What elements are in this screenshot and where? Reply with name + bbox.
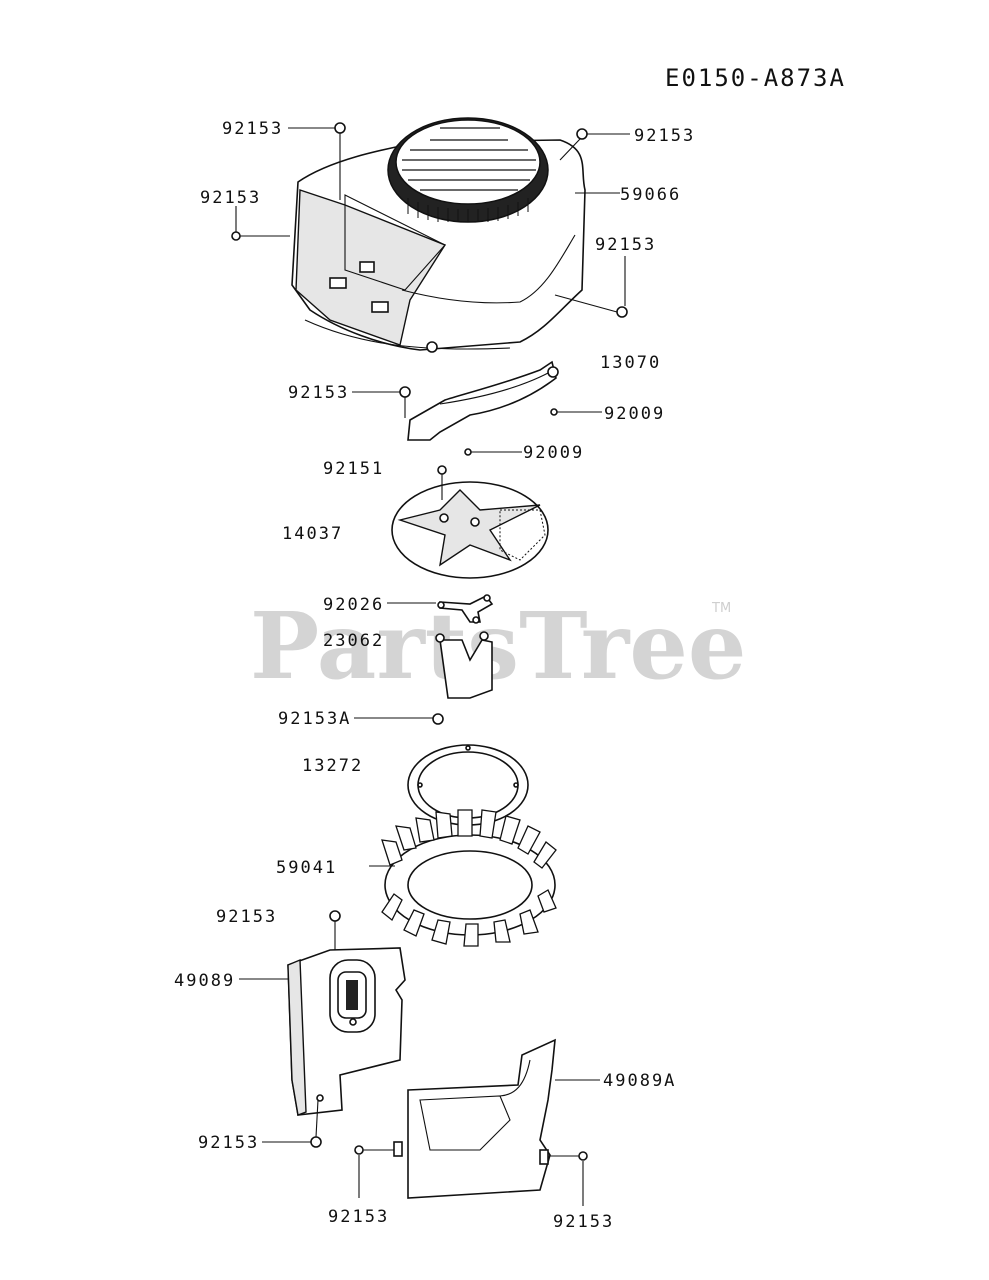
cylinder-cover-a-part[interactable] bbox=[393, 1038, 556, 1199]
part-label[interactable]: 13070 bbox=[600, 353, 661, 373]
diagram-code: E0150-A873A bbox=[665, 64, 846, 92]
part-label[interactable]: 92153 bbox=[634, 126, 695, 146]
part-label[interactable]: 92009 bbox=[523, 443, 584, 463]
part-label[interactable]: 49089 bbox=[174, 971, 235, 991]
part-label[interactable]: 14037 bbox=[282, 524, 343, 544]
fan-plate-part[interactable] bbox=[407, 744, 529, 826]
cylinder-cover-part[interactable] bbox=[287, 947, 406, 1116]
bracket-part[interactable] bbox=[435, 594, 494, 699]
leader-lines bbox=[235, 127, 630, 1206]
part-label[interactable]: 92153A bbox=[278, 709, 351, 729]
part-label[interactable]: 59041 bbox=[276, 858, 337, 878]
blower-housing-part[interactable] bbox=[291, 117, 586, 353]
part-label[interactable]: 92153 bbox=[216, 907, 277, 927]
part-label[interactable]: 92153 bbox=[595, 235, 656, 255]
part-label[interactable]: 92009 bbox=[604, 404, 665, 424]
guide-plate-part[interactable] bbox=[407, 360, 559, 441]
watermark-text: PartsTree bbox=[250, 592, 746, 700]
part-label[interactable]: 92151 bbox=[323, 459, 384, 479]
part-label[interactable]: 13272 bbox=[302, 756, 363, 776]
part-label[interactable]: 23062 bbox=[323, 631, 384, 651]
fan-screen-part[interactable] bbox=[391, 481, 549, 579]
cooling-fan-part[interactable] bbox=[381, 809, 557, 947]
part-label[interactable]: 92026 bbox=[323, 595, 384, 615]
part-label[interactable]: 92153 bbox=[200, 188, 261, 208]
watermark-trademark: TM bbox=[711, 601, 731, 616]
part-label[interactable]: 92153 bbox=[288, 383, 349, 403]
part-label[interactable]: 59066 bbox=[620, 185, 681, 205]
part-label[interactable]: 92153 bbox=[553, 1212, 614, 1232]
part-label[interactable]: 92153 bbox=[198, 1133, 259, 1153]
part-label[interactable]: 92153 bbox=[328, 1207, 389, 1227]
part-label[interactable]: 49089A bbox=[603, 1071, 676, 1091]
bolt-92153a-part[interactable] bbox=[432, 713, 444, 725]
part-label[interactable]: 92153 bbox=[222, 119, 283, 139]
